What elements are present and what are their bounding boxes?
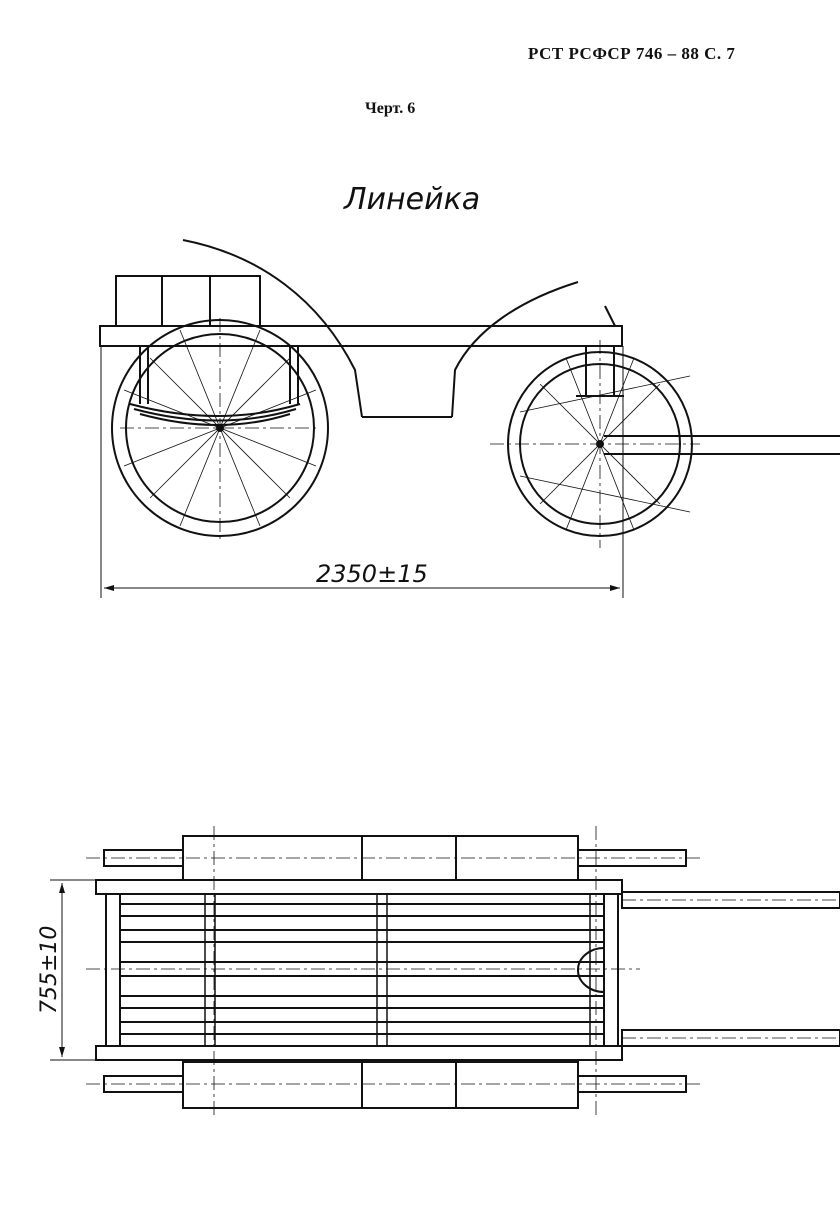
frame-bottom-rail	[95, 1045, 623, 1061]
platform	[99, 325, 623, 347]
side-view	[99, 239, 840, 537]
top-view	[95, 835, 840, 1109]
shafts	[621, 891, 840, 1047]
kingpin-plate	[577, 947, 605, 993]
frame-left	[105, 893, 121, 1047]
dash-curve	[451, 281, 579, 418]
fender-curve	[182, 239, 363, 418]
lower-wheel-row	[103, 1061, 687, 1109]
seat-boxes	[115, 275, 261, 327]
frame-right	[603, 893, 619, 1047]
standard-reference: РСТ РСФСР 746 – 88 С. 7	[528, 44, 736, 63]
length-dimension	[100, 346, 624, 598]
cross-beams	[204, 894, 591, 1046]
length-label: 2350±15	[316, 560, 428, 588]
shaft	[604, 435, 840, 455]
width-label: 755±10	[37, 926, 62, 1014]
frame-top-rail	[95, 879, 623, 895]
figure-number: Черт. 6	[365, 100, 416, 117]
top-center-lines	[86, 826, 840, 1116]
leaf-spring	[129, 346, 301, 426]
figure-caption: Линейка	[344, 182, 481, 217]
width-dimension	[50, 879, 96, 1061]
